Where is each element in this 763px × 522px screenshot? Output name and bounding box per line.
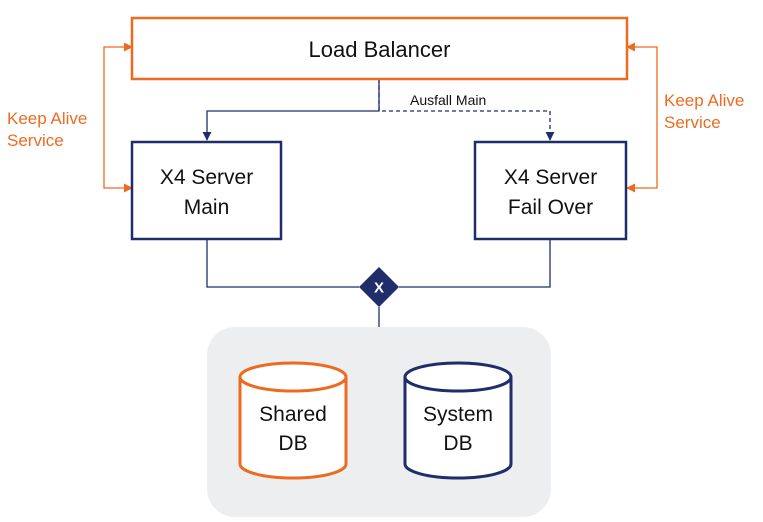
shared-db-node: Shared DB — [238, 361, 348, 480]
failover-to-gateway-connector — [399, 240, 551, 288]
load-balancer-node: Load Balancer — [130, 16, 629, 81]
server-main-line1: X4 Server — [160, 166, 253, 189]
keep-alive-right-line2: Service — [664, 113, 721, 132]
shared-db-line2: DB — [278, 432, 307, 455]
exclusive-gateway: X — [359, 267, 399, 307]
lb-to-main-connector — [202, 79, 380, 141]
server-main-node: X4 Server Main — [130, 140, 283, 241]
system-db-node: System DB — [403, 361, 513, 480]
server-failover-node: X4 Server Fail Over — [473, 140, 628, 241]
server-failover-line1: X4 Server — [504, 166, 597, 189]
server-main-line2: Main — [184, 196, 230, 219]
keep-alive-left-line1: Keep Alive — [7, 109, 87, 128]
failover-edge-label: Ausfall Main — [410, 92, 486, 108]
keep-alive-right-line1: Keep Alive — [664, 91, 744, 110]
system-db-line1: System — [423, 403, 493, 426]
main-to-gateway-connector — [206, 240, 359, 288]
keep-alive-right-connector — [626, 42, 658, 193]
system-db-line2: DB — [443, 432, 472, 455]
keep-alive-left-line2: Service — [7, 131, 64, 150]
gateway-symbol: X — [374, 280, 384, 297]
keep-alive-left-connector — [103, 42, 133, 193]
server-failover-line2: Fail Over — [508, 196, 593, 219]
lb-to-failover-connector — [378, 79, 555, 141]
shared-db-line1: Shared — [259, 403, 327, 426]
load-balancer-label: Load Balancer — [309, 37, 451, 62]
